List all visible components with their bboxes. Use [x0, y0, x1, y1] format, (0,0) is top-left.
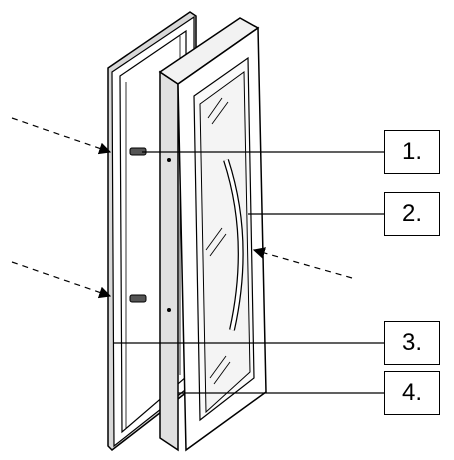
leader-lines	[114, 151, 384, 394]
callout-1-label: 1.	[401, 138, 422, 165]
callout-2: 2.	[384, 192, 440, 236]
callout-2-label: 2.	[401, 200, 422, 227]
glass-reflection-icon	[205, 97, 231, 385]
callout-1: 1.	[384, 130, 440, 174]
callout-4: 4.	[384, 371, 440, 415]
arrow-icon	[11, 117, 353, 299]
callout-3: 3.	[384, 321, 440, 365]
door-panel	[158, 17, 267, 452]
hinge-icon	[129, 147, 147, 303]
callout-4-label: 4.	[401, 379, 422, 406]
callout-3-label: 3.	[401, 329, 422, 356]
handle-icon	[223, 159, 244, 331]
